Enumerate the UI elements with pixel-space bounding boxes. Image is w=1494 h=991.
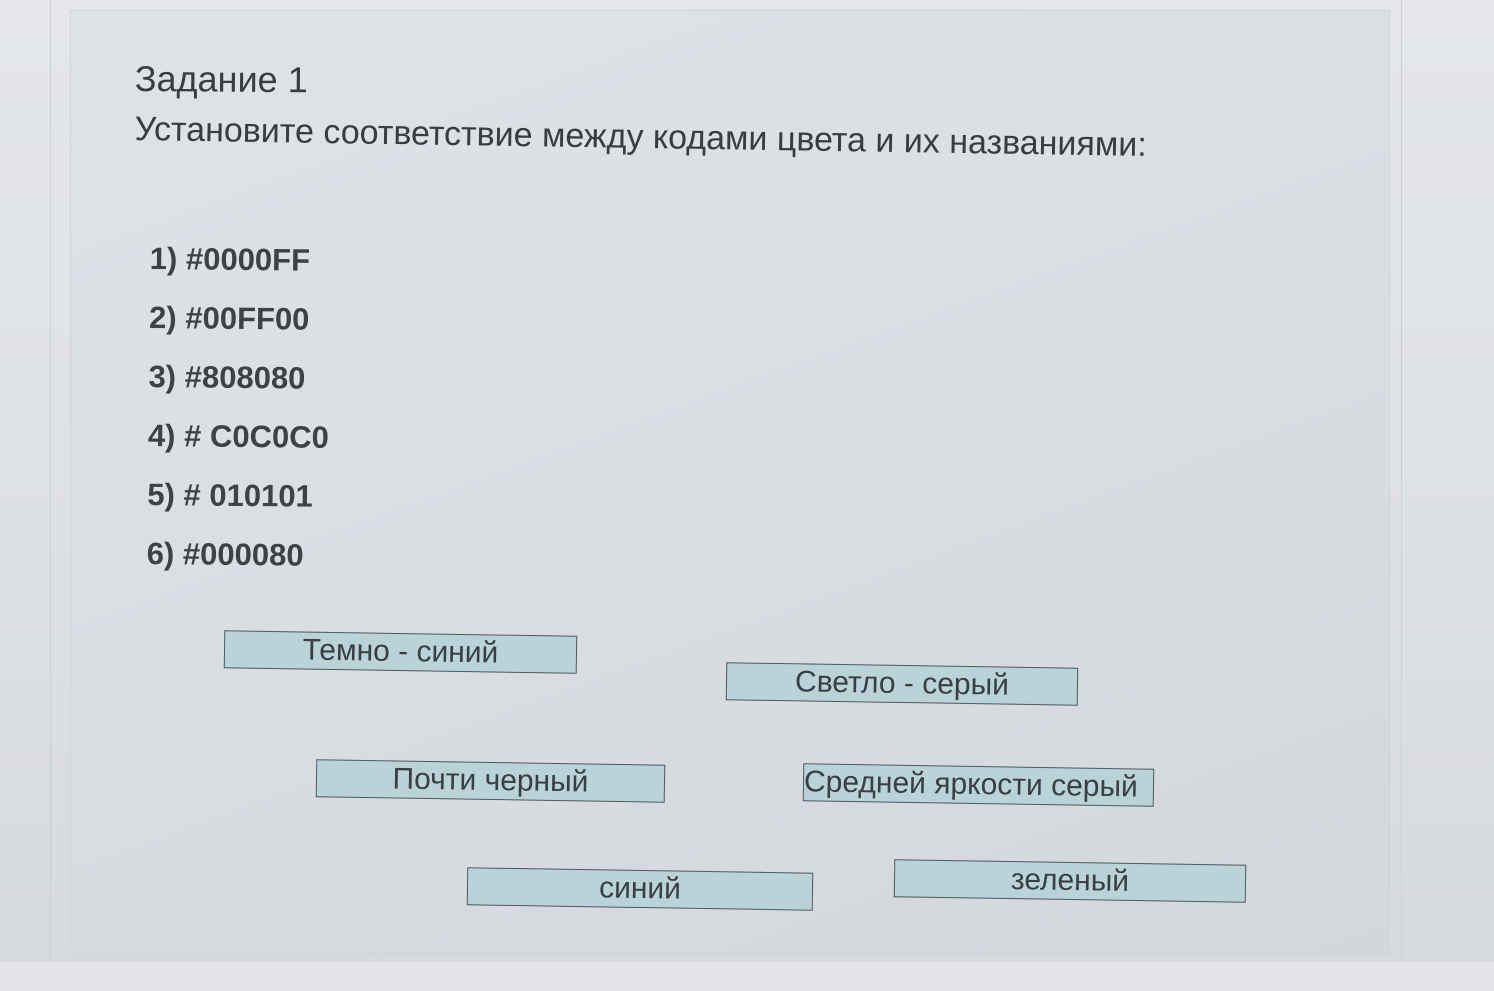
screen-frame <box>50 0 1402 962</box>
task-title: Задание 1 <box>134 58 308 101</box>
answer-box-almost-black[interactable]: Почти черный <box>315 759 666 803</box>
monitor-bezel <box>0 962 1494 991</box>
color-code-item: 4) # C0C0C0 <box>147 417 330 455</box>
answer-box-light-gray[interactable]: Светло - серый <box>725 662 1079 706</box>
answer-box-dark-blue[interactable]: Темно - синий <box>223 630 578 674</box>
color-code-item: 1) #0000FF <box>149 240 311 278</box>
color-codes-list: 1) #0000FF 2) #00FF00 3) #808080 4) # C0… <box>146 238 331 594</box>
answer-box-medium-gray[interactable]: Средней яркости серый <box>802 763 1155 807</box>
answer-box-blue[interactable]: синий <box>466 867 814 911</box>
slide-panel <box>70 10 1390 954</box>
answer-box-green[interactable]: зеленый <box>893 859 1247 903</box>
color-code-item: 6) #000080 <box>146 535 304 573</box>
color-code-item: 5) # 010101 <box>147 476 313 514</box>
color-code-item: 3) #808080 <box>148 358 306 396</box>
color-code-item: 2) #00FF00 <box>148 299 310 337</box>
